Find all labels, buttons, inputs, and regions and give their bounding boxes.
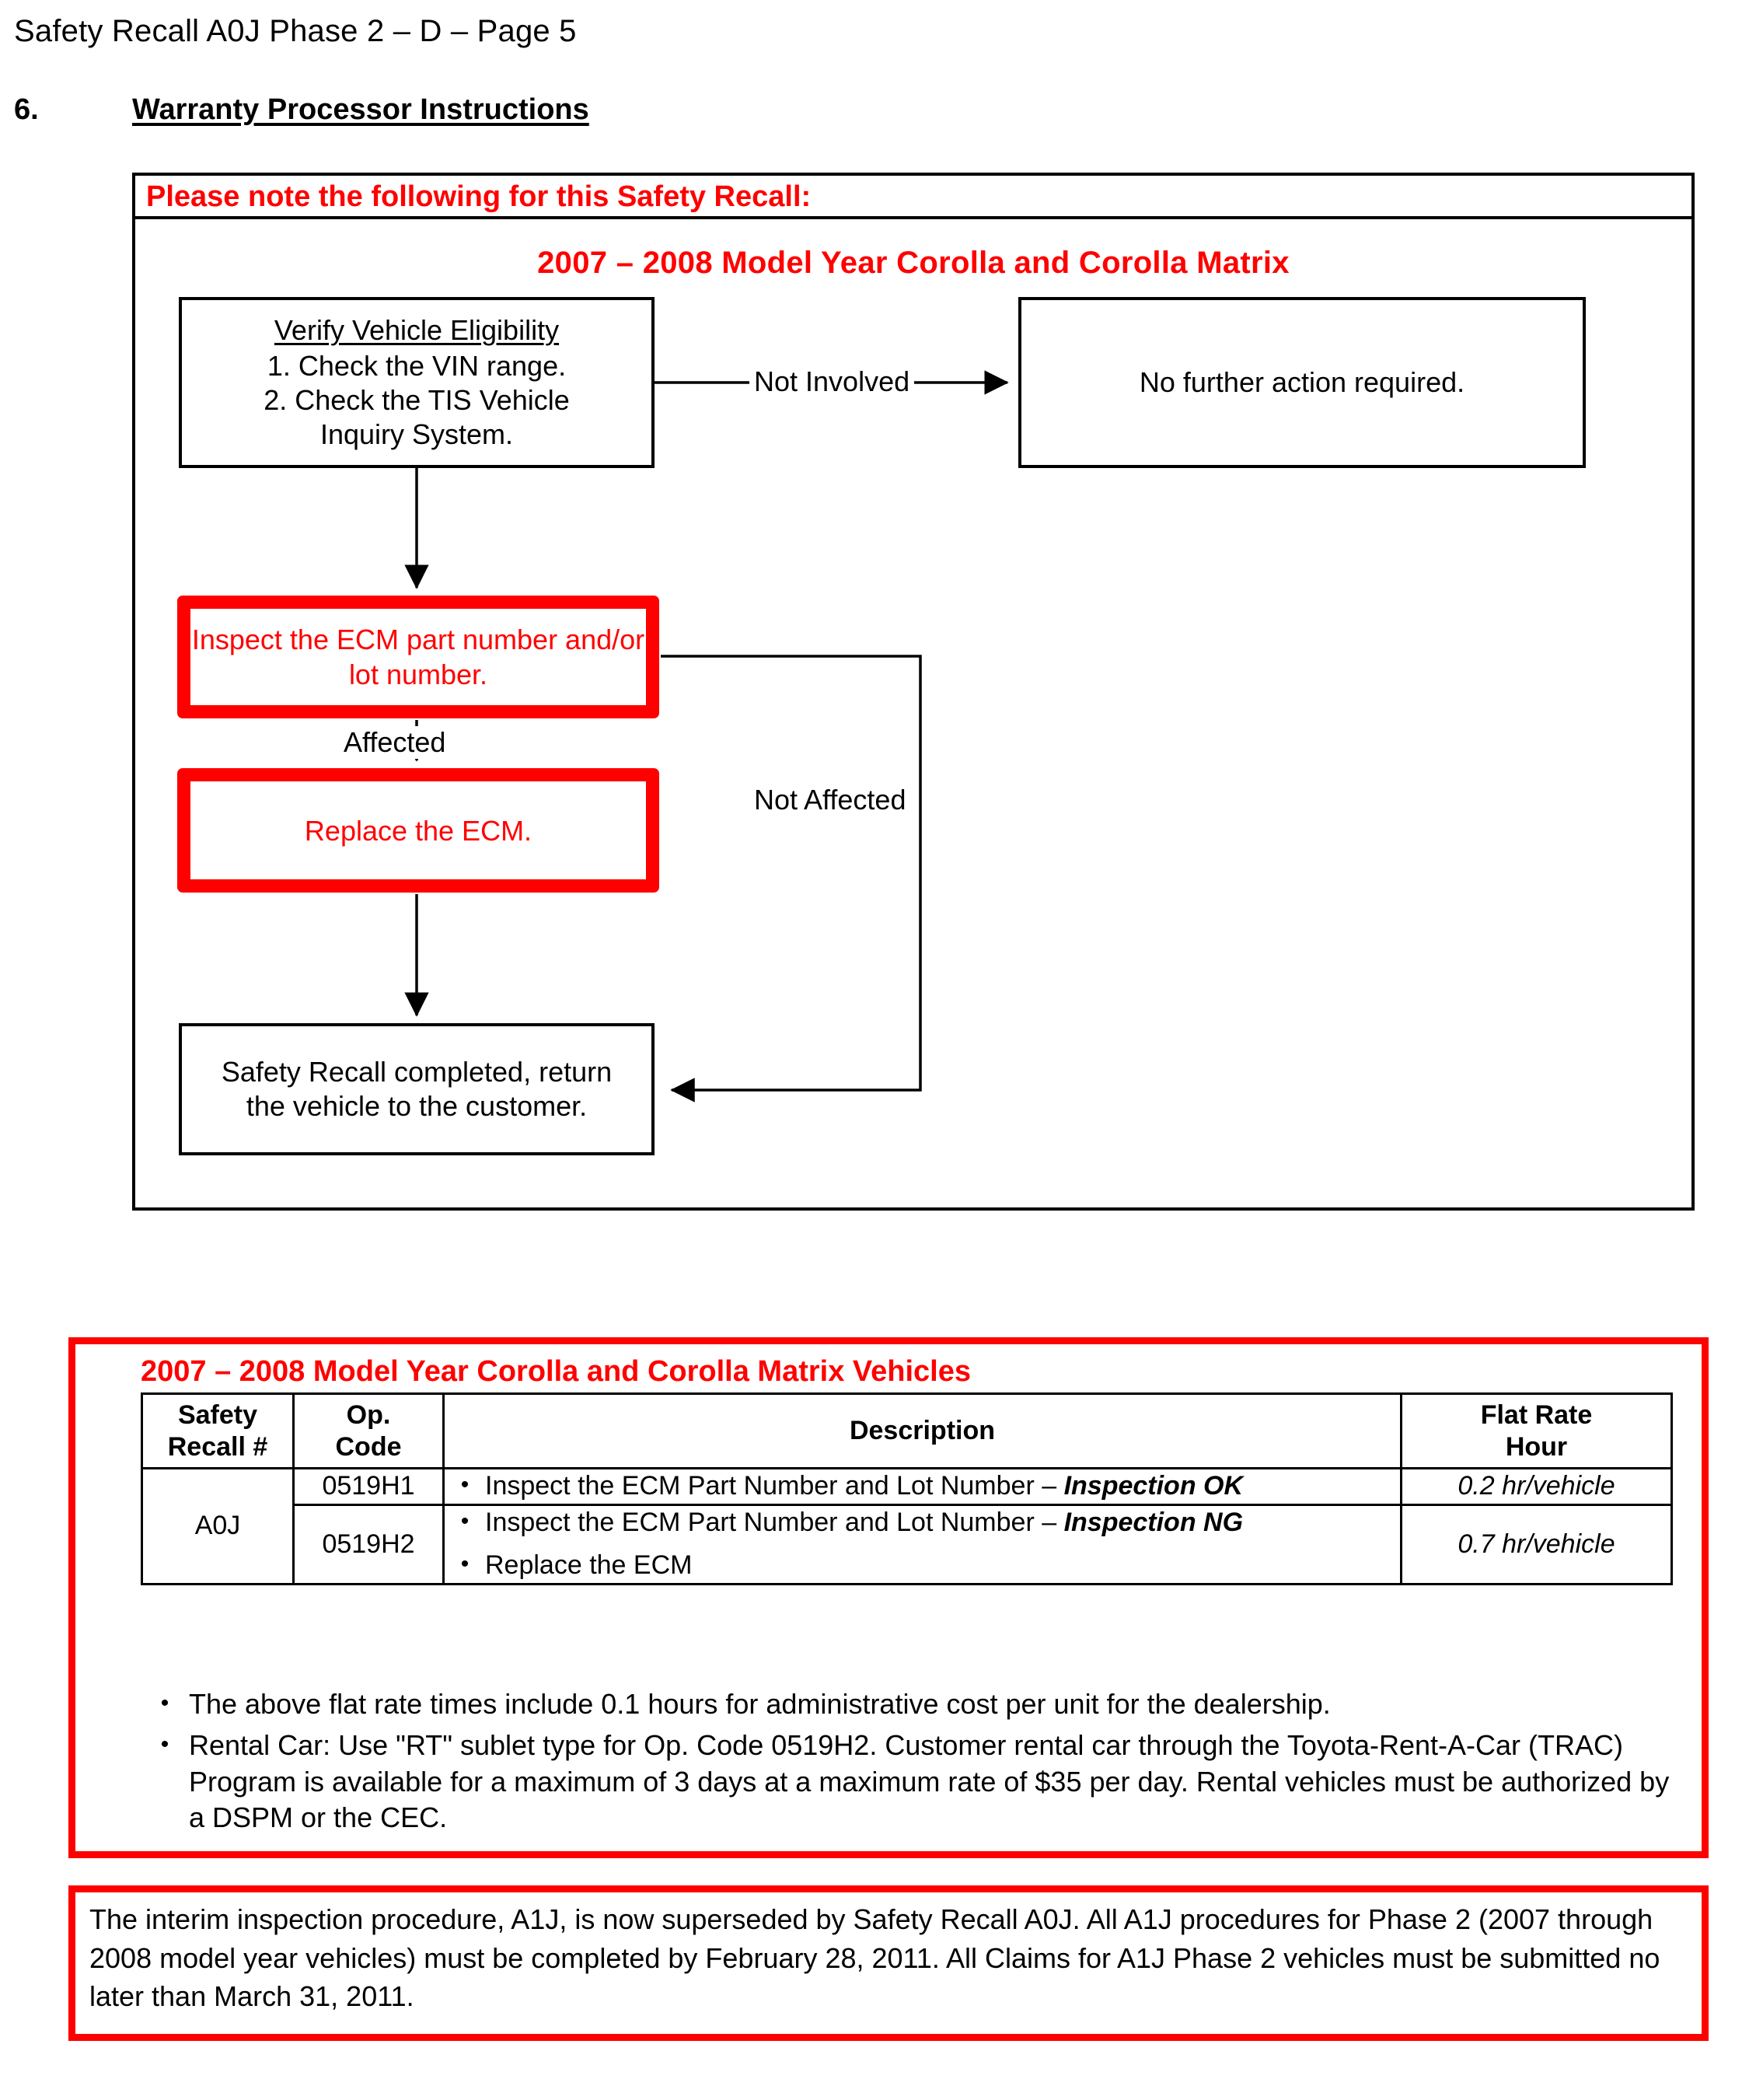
claim-notes-list: • The above flat rate times include 0.1 … [141, 1686, 1688, 1836]
op-code-table: Safety Recall # Op. Code Description Fla… [141, 1392, 1673, 1585]
cell-op-code: 0519H2 [292, 1503, 445, 1585]
cell-description: • Inspect the ECM Part Number and Lot Nu… [442, 1467, 1402, 1506]
description-text: Replace the ECM [485, 1549, 1400, 1583]
column-header-line-2: Code [335, 1431, 402, 1462]
cell-flat-rate-hour: 0.2 hr/vehicle [1400, 1467, 1673, 1506]
verify-box-step-2b: Inquiry System. [319, 418, 514, 450]
column-header-op-code: Op. Code [292, 1392, 445, 1469]
description-text: Inspect the ECM Part Number and Lot Numb… [485, 1506, 1400, 1540]
column-header-line-1: Flat Rate [1480, 1400, 1593, 1431]
page-title: Warranty Processor Instructions [132, 93, 589, 126]
column-header-description: Description [442, 1392, 1402, 1469]
list-item: • Rental Car: Use "RT" sublet type for O… [141, 1728, 1688, 1836]
claim-block-title: 2007 – 2008 Model Year Corolla and Corol… [141, 1355, 972, 1388]
description-bullet-item: • Inspect the ECM Part Number and Lot Nu… [445, 1469, 1400, 1504]
flowchart-container: Please note the following for this Safet… [132, 173, 1695, 1211]
description-emphasis: Inspection OK [1063, 1471, 1244, 1501]
flow-box-verify-vehicle-eligibility: Verify Vehicle Eligibility 1. Check the … [179, 297, 655, 468]
table-header-row: Safety Recall # Op. Code Description Fla… [141, 1392, 1673, 1469]
column-header-flat-rate-hour: Flat Rate Hour [1400, 1392, 1673, 1469]
note-text: The above flat rate times include 0.1 ho… [189, 1688, 1331, 1720]
flowchart-note-banner: Please note the following for this Safet… [135, 176, 1691, 219]
warranty-claim-block: 2007 – 2008 Model Year Corolla and Corol… [68, 1337, 1709, 1858]
cell-op-code: 0519H1 [292, 1467, 445, 1506]
running-head: Safety Recall A0J Phase 2 – D – Page 5 [14, 14, 577, 48]
column-header-line-1: Safety [177, 1400, 258, 1431]
flowchart-model-title: 2007 – 2008 Model Year Corolla and Corol… [537, 246, 1290, 280]
verify-box-step-2a: 2. Check the TIS Vehicle [264, 384, 570, 416]
description-bullet-item: • Inspect the ECM Part Number and Lot Nu… [445, 1506, 1400, 1540]
flow-label-not-affected: Not Affected [749, 784, 911, 816]
inspect-ecm-label: Inspect the ECM part number and/or lot n… [191, 624, 645, 690]
description-text: Inspect the ECM Part Number and Lot Numb… [485, 1469, 1400, 1504]
flow-box-inspect-ecm: Inspect the ECM part number and/or lot n… [177, 596, 659, 718]
table-row: 0519H2 • Inspect the ECM Part Number and… [142, 1503, 1673, 1585]
list-item: • The above flat rate times include 0.1 … [141, 1686, 1688, 1723]
bullet-icon: • [460, 1551, 470, 1578]
cell-flat-rate-hour: 0.7 hr/vehicle [1400, 1503, 1673, 1585]
flow-box-replace-ecm: Replace the ECM. [177, 768, 659, 893]
description-bullet-item: • Replace the ECM [445, 1549, 1400, 1583]
description-plain: Inspect the ECM Part Number and Lot Numb… [485, 1471, 1064, 1501]
bullet-icon: • [160, 1731, 169, 1757]
cell-safety-recall-number: A0J [141, 1467, 295, 1585]
verify-box-step-1: 1. Check the VIN range. [267, 350, 567, 383]
flow-label-affected: Affected [339, 726, 451, 759]
bullet-icon: • [460, 1472, 470, 1497]
bullet-icon: • [460, 1508, 470, 1534]
cell-description: • Inspect the ECM Part Number and Lot Nu… [442, 1503, 1402, 1585]
note-text: Rental Car: Use "RT" sublet type for Op.… [189, 1728, 1670, 1834]
section-number: 6. [14, 93, 39, 126]
description-plain: Replace the ECM [485, 1550, 693, 1581]
recall-completed-line-2: the vehicle to the customer. [246, 1090, 588, 1122]
column-header-line-1: Op. [346, 1400, 391, 1431]
column-header-line-2: Description [849, 1416, 996, 1446]
table-row: A0J 0519H1 • Inspect the ECM Part Number… [141, 1467, 1673, 1585]
column-header-line-2: Recall # [167, 1431, 268, 1462]
replace-ecm-label: Replace the ECM. [304, 814, 532, 847]
verify-box-title: Verify Vehicle Eligibility [274, 314, 560, 347]
interim-procedure-text: The interim inspection procedure, A1J, i… [89, 1903, 1660, 2013]
description-plain: Inspect the ECM Part Number and Lot Numb… [485, 1507, 1064, 1537]
column-header-safety-recall: Safety Recall # [141, 1392, 295, 1469]
no-further-action-label: No further action required. [1139, 366, 1465, 399]
interim-procedure-block: The interim inspection procedure, A1J, i… [68, 1885, 1709, 2041]
bullet-icon: • [160, 1690, 169, 1716]
description-emphasis: Inspection NG [1063, 1507, 1244, 1537]
flowchart-canvas: Verify Vehicle Eligibility 1. Check the … [135, 176, 1691, 1207]
recall-completed-line-1: Safety Recall completed, return [221, 1056, 613, 1088]
flow-box-no-further-action: No further action required. [1018, 297, 1586, 468]
column-header-line-2: Hour [1505, 1431, 1568, 1462]
flow-box-recall-completed: Safety Recall completed, return the vehi… [179, 1023, 655, 1155]
flow-label-not-involved: Not Involved [749, 365, 915, 398]
